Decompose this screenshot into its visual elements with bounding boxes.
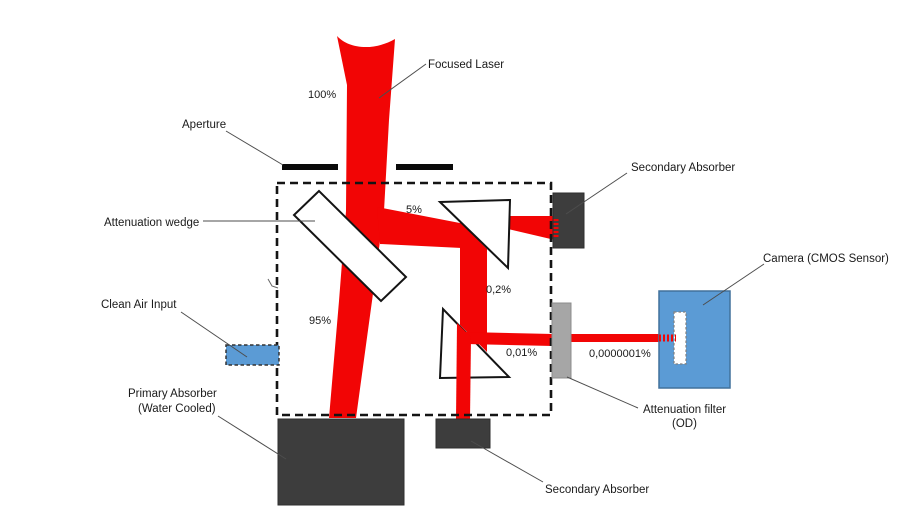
label-attenuation-filter-line2: (OD) xyxy=(672,418,697,430)
beam-02pct xyxy=(460,222,487,352)
label-camera: Camera (CMOS Sensor) xyxy=(763,253,889,265)
clean-air-input-port xyxy=(225,344,280,366)
label-95pct: 95% xyxy=(309,315,331,327)
leader-camera xyxy=(702,263,765,306)
cmos-sensor xyxy=(673,311,687,365)
leader-lines xyxy=(180,63,765,483)
label-secondary-absorber-top: Secondary Absorber xyxy=(631,162,735,174)
label-clean-air-input: Clean Air Input xyxy=(101,299,177,311)
aperture-bar-right xyxy=(396,164,453,170)
primary-absorber-block xyxy=(277,418,405,506)
beam-001pct xyxy=(466,332,553,346)
enclosure-dashed-box xyxy=(275,181,553,417)
leader-attenuation-filter xyxy=(566,376,639,409)
aperture-bar-left xyxy=(282,164,338,170)
label-primary-absorber-line2: (Water Cooled) xyxy=(138,403,216,415)
label-secondary-absorber-bottom: Secondary Absorber xyxy=(545,484,649,496)
leader-clean-air xyxy=(180,311,248,358)
main-laser-beam xyxy=(329,36,395,418)
attenuation-filter-block xyxy=(551,302,572,379)
label-attenuation-filter-line1: Attenuation filter xyxy=(643,404,726,416)
attenuation-wedge xyxy=(292,189,408,303)
leader-secondary-absorber-top xyxy=(565,172,628,215)
leader-focused-laser xyxy=(378,63,427,99)
prism-1 xyxy=(437,198,512,271)
beam-residue-down xyxy=(456,323,471,420)
beam-5pct-left xyxy=(377,207,482,249)
label-focused-laser: Focused Laser xyxy=(428,59,504,71)
beam-after-filter xyxy=(571,334,659,342)
leader-secondary-absorber-bottom xyxy=(470,440,544,483)
leader-aperture xyxy=(225,130,284,166)
enclosure-tick-mark xyxy=(267,278,279,289)
label-001pct: 0,01% xyxy=(506,347,537,359)
label-100pct: 100% xyxy=(308,89,336,101)
leader-primary-absorber xyxy=(217,415,287,460)
camera-body xyxy=(658,290,731,389)
label-0000001pct: 0,0000001% xyxy=(589,348,651,360)
label-attenuation-wedge: Attenuation wedge xyxy=(104,217,199,229)
secondary-absorber-bottom-block xyxy=(435,418,491,449)
beam-5pct-right xyxy=(508,216,555,240)
label-5pct: 5% xyxy=(406,204,422,216)
label-02pct: 0,2% xyxy=(486,284,511,296)
label-primary-absorber-line1: Primary Absorber xyxy=(128,388,217,400)
label-aperture: Aperture xyxy=(182,119,226,131)
